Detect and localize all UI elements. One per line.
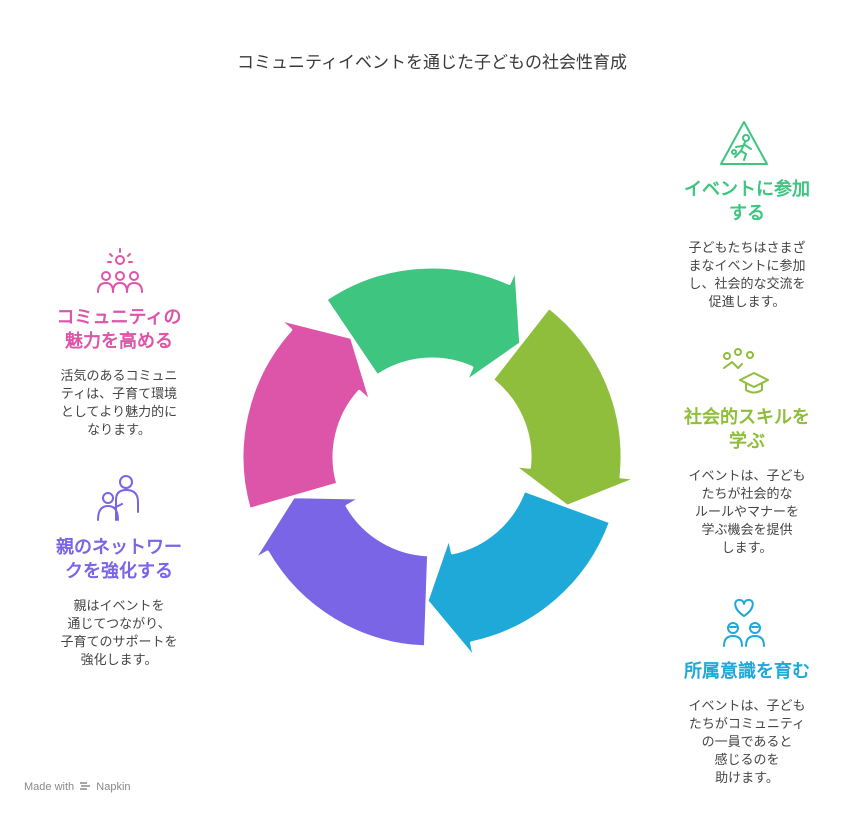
step-join-events-description: 子どもたちはさまざ まなイベントに参加 し、社会的な交流を 促進します。 [688,241,806,310]
step-foster-belonging-description: イベントは、子ども たちがコミュニティ の一員であると 感じるのを 助けます。 [688,699,806,786]
cycle-arrow-5 [240,317,373,511]
step-strengthen-parent-network-description: 親はイベントを 通じてつながり、 子育てのサポートを 強化します。 [60,599,178,668]
diagram-title: コミュニティイベントを通じた子どもの社会性育成 [237,53,627,73]
step-foster-belonging-heading: 所属意識を育む [684,661,810,682]
heart-people-icon [723,598,765,647]
step-join-events: イベントに参加 する 子どもたちはさまざ まなイベントに参加 し、社会的な交流を… [662,178,832,312]
step-enhance-community-appeal-heading: コミュニティの 魅力を高める [56,307,182,352]
cycle-arrow-3 [425,489,612,660]
parent-child-icon [97,475,139,521]
step-learn-social-skills-heading: 社会的スキルを 学ぶ [684,407,810,452]
napkin-logo-icon [80,782,91,790]
step-strengthen-parent-network-heading: 親のネットワー クを強化する [56,537,182,582]
cycle-arrow-4 [252,495,431,649]
cycle-arrow-1 [324,265,523,384]
step-enhance-community-appeal: コミュニティの 魅力を高める 活気のあるコミュニ ティは、子育て環境 としてより… [34,306,204,440]
step-learn-social-skills: 社会的スキルを 学ぶ イベントは、子ども たちが社会的な ルールやマナーを 学ぶ… [662,406,832,558]
running-child-warning-icon [720,121,768,165]
cycle-arrow-2 [490,305,639,508]
step-enhance-community-appeal-description: 活気のあるコミュニ ティは、子育て環境 としてより魅力的に なります。 [60,369,178,438]
graduation-cap-icon [723,348,769,394]
step-learn-social-skills-description: イベントは、子ども たちが社会的な ルールやマナーを 学ぶ機会を提供 します。 [688,469,806,556]
step-join-events-heading: イベントに参加 する [684,179,810,224]
made-with-napkin-footer: Made with Napkin [24,781,131,793]
step-foster-belonging: 所属意識を育む イベントは、子ども たちがコミュニティ の一員であると 感じるの… [662,660,832,788]
step-strengthen-parent-network: 親のネットワー クを強化する 親はイベントを 通じてつながり、 子育てのサポート… [34,536,204,670]
community-group-icon [97,248,143,293]
